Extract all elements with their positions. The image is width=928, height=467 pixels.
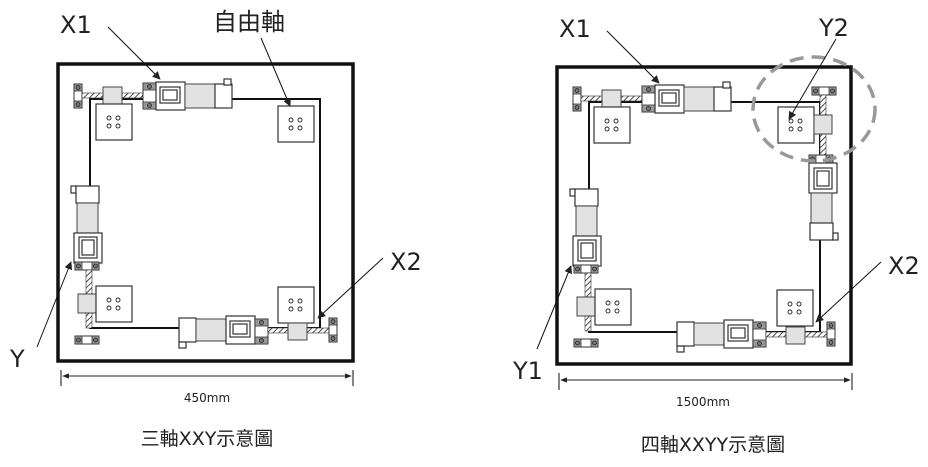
label-x2: X2 <box>888 252 920 280</box>
platform <box>95 285 133 323</box>
leader-x2 <box>317 257 384 319</box>
leader-x1 <box>606 30 660 84</box>
dimension-label: 1500mm <box>676 395 730 409</box>
y2-highlight-circle <box>751 55 877 163</box>
three-axis-diagram: X1 自由軸 Y X2 450mm 三軸XXY示意圖 <box>9 8 422 450</box>
caption: 四軸XXYY示意圖 <box>641 434 785 456</box>
base-frame <box>56 62 355 363</box>
dimension-line <box>558 373 853 390</box>
base-frame <box>555 65 853 366</box>
label-free-axis: 自由軸 <box>213 8 285 36</box>
four-axis-diagram: X1 Y2 Y1 X2 1500mm 四軸XXYY示意圖 <box>512 14 920 456</box>
x1-actuator <box>572 81 732 114</box>
dimension-line <box>60 370 354 386</box>
label-y2: Y2 <box>818 14 849 42</box>
label-y1: Y1 <box>512 357 543 385</box>
leader-y2 <box>788 38 837 120</box>
x2-actuator <box>178 315 338 349</box>
dimension-label: 450mm <box>184 391 230 405</box>
platform <box>277 105 315 143</box>
platform <box>776 289 814 327</box>
x1-actuator <box>73 78 233 111</box>
leader-free-axis <box>260 37 291 107</box>
platform <box>777 106 815 144</box>
y1-actuator <box>569 188 602 348</box>
label-x1: X1 <box>559 15 591 43</box>
platform <box>277 286 315 324</box>
leader-y <box>36 261 73 348</box>
platform <box>594 288 632 326</box>
caption: 三軸XXY示意圖 <box>141 428 274 450</box>
leader-x2 <box>815 261 882 323</box>
label-y: Y <box>9 345 25 373</box>
platform <box>593 106 631 144</box>
leader-x1 <box>107 26 161 80</box>
y-actuator <box>70 185 103 345</box>
label-x1: X1 <box>60 11 92 39</box>
y2-actuator <box>808 86 839 241</box>
label-x2: X2 <box>390 248 422 276</box>
leader-y1 <box>536 265 572 350</box>
platform <box>95 103 133 141</box>
x2-actuator <box>676 319 836 353</box>
